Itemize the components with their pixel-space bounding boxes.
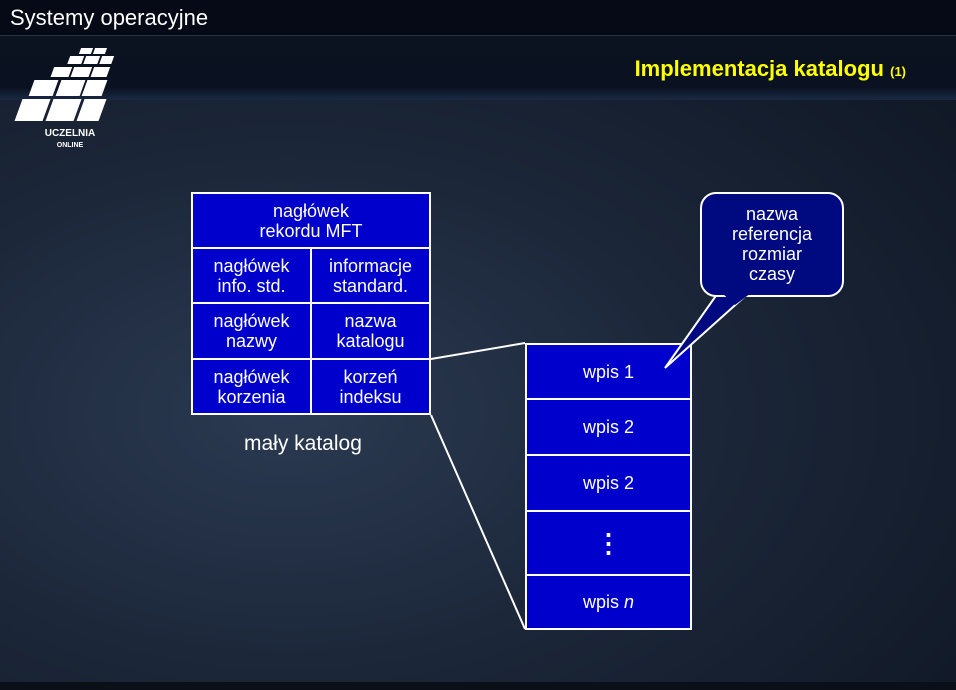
mft-header-cell: nagłówek rekordu MFT	[191, 192, 431, 249]
table-caption: mały katalog	[244, 432, 362, 455]
entry-ellipsis: ⋮	[525, 510, 692, 576]
uczelnia-online-logo	[14, 48, 115, 121]
slide-title-text: Implementacja katalogu	[634, 56, 884, 81]
logo-line2: ONLINE	[56, 142, 84, 149]
entry-last-index: n	[624, 592, 635, 612]
connector-top	[430, 342, 526, 360]
slide-title-suffix: (1)	[890, 64, 906, 79]
mft-cell: nagłówek info. std.	[191, 247, 312, 304]
callout-bubble: nazwa referencja rozmiar czasy	[700, 192, 844, 297]
entry-cell: wpis 1	[525, 343, 692, 400]
mft-cell: informacje standard.	[310, 247, 431, 304]
title-bar: Systemy operacyjne	[0, 0, 956, 36]
logo-text: UCZELNIA ONLINE	[30, 128, 110, 152]
entry-last: wpis n	[582, 592, 635, 612]
connector-bottom	[430, 414, 526, 630]
app-title: Systemy operacyjne	[10, 5, 209, 30]
mft-cell: nagłówek korzenia	[191, 358, 312, 415]
header-band	[0, 36, 956, 100]
bottom-bar	[0, 682, 956, 690]
callout-tail-fill	[722, 293, 751, 305]
mft-cell: korzeń indeksu	[310, 358, 431, 415]
entry-cell: wpis n	[525, 574, 692, 630]
logo-line1: UCZELNIA	[44, 128, 96, 139]
slide-title: Implementacja katalogu (1)	[635, 56, 906, 82]
